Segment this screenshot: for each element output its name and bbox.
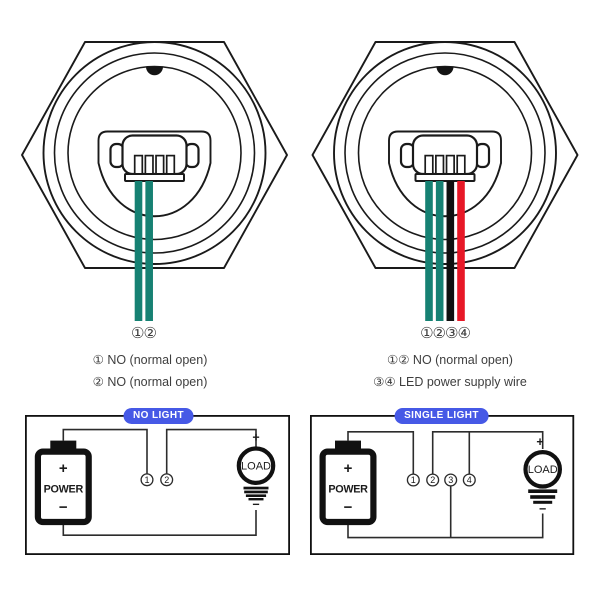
left-button-drawing bbox=[21, 41, 288, 321]
battery-cap bbox=[335, 440, 361, 449]
connector-body bbox=[411, 134, 479, 176]
battery-plus-label: + bbox=[59, 460, 68, 477]
battery-symbol: + POWER − bbox=[319, 440, 377, 526]
terminal-3: 3 bbox=[444, 473, 458, 487]
svg-text:2: 2 bbox=[430, 475, 435, 485]
svg-text:2: 2 bbox=[164, 475, 169, 485]
button-body-circle-outer bbox=[333, 41, 557, 265]
right-circuit-diagram: + POWER − 1 2 3 4 + L bbox=[309, 414, 575, 555]
battery-plus-label: + bbox=[344, 460, 353, 477]
wire-no1 bbox=[134, 181, 143, 321]
load-base bbox=[243, 486, 269, 501]
circuit-diagrams: + POWER − 1 2 + LOAD bbox=[24, 414, 575, 555]
connector-bar bbox=[124, 173, 185, 182]
svg-text:4: 4 bbox=[467, 475, 472, 485]
single-light-badge: SINGLE LIGHT bbox=[394, 408, 489, 424]
right-wire-numbers: ①②③④ bbox=[420, 324, 471, 342]
battery-cap bbox=[50, 440, 77, 449]
battery-symbol: + POWER − bbox=[34, 440, 92, 526]
battery-minus-label: − bbox=[59, 499, 68, 516]
alignment-notch bbox=[146, 66, 163, 76]
right-wire-notes: ①② NO (normal open) ③④ LED power supply … bbox=[373, 350, 527, 393]
load-minus-label: − bbox=[539, 502, 546, 516]
svg-text:1: 1 bbox=[144, 475, 149, 485]
load-bulb bbox=[523, 450, 563, 489]
note-line: ① NO (normal open) bbox=[92, 353, 208, 367]
button-body-circle-inner bbox=[357, 65, 533, 241]
connector-pins bbox=[424, 154, 466, 175]
wire-no1 bbox=[425, 181, 433, 321]
load-symbol: + LOAD − bbox=[236, 431, 276, 512]
battery-power-label: POWER bbox=[328, 484, 368, 496]
left-circuit-diagram: + POWER − 1 2 + LOAD bbox=[24, 414, 291, 555]
no-light-badge: NO LIGHT bbox=[123, 408, 194, 424]
load-base bbox=[528, 489, 558, 504]
button-body-circle-outer bbox=[42, 41, 267, 265]
load-label: LOAD bbox=[528, 464, 558, 476]
note-line: ② NO (normal open) bbox=[92, 374, 208, 389]
connector-body bbox=[121, 134, 188, 176]
circuit-wires bbox=[347, 431, 544, 539]
connector-bar bbox=[414, 173, 476, 182]
battery-power-label: POWER bbox=[44, 484, 84, 496]
svg-text:3: 3 bbox=[448, 475, 453, 485]
battery-body bbox=[319, 448, 377, 526]
terminal-1: 1 bbox=[140, 473, 154, 487]
push-buttons-rear-view bbox=[21, 41, 579, 321]
wire-led4 bbox=[457, 181, 465, 321]
right-button-drawing bbox=[311, 41, 579, 321]
load-symbol: + LOAD − bbox=[523, 435, 563, 516]
circuit-wires bbox=[62, 428, 257, 536]
button-body-circle-mid bbox=[53, 52, 256, 254]
load-plus-label: + bbox=[536, 435, 543, 449]
left-wire-numbers: ①② bbox=[131, 324, 157, 342]
battery-minus-label: − bbox=[344, 499, 353, 516]
terminal-2: 2 bbox=[426, 473, 440, 487]
load-minus-label: − bbox=[252, 498, 259, 512]
button-body-circle-mid bbox=[344, 52, 546, 254]
load-bulb bbox=[236, 446, 276, 485]
battery-body bbox=[34, 448, 92, 526]
svg-text:1: 1 bbox=[411, 475, 416, 485]
wire-led3 bbox=[446, 181, 455, 321]
note-line: ③④ LED power supply wire bbox=[373, 374, 527, 389]
button-body-circle-inner bbox=[67, 65, 242, 241]
left-wire-notes: ① NO (normal open) ② NO (normal open) bbox=[93, 350, 208, 393]
wire-no2 bbox=[435, 181, 444, 321]
terminal-2: 2 bbox=[160, 473, 174, 487]
note-line: ①② NO (normal open) bbox=[387, 353, 513, 367]
load-label: LOAD bbox=[241, 461, 271, 473]
terminal-4: 4 bbox=[462, 473, 476, 487]
load-plus-label: + bbox=[252, 431, 259, 445]
alignment-notch bbox=[436, 66, 454, 76]
terminal-1: 1 bbox=[406, 473, 420, 487]
wire-no2 bbox=[145, 181, 153, 321]
